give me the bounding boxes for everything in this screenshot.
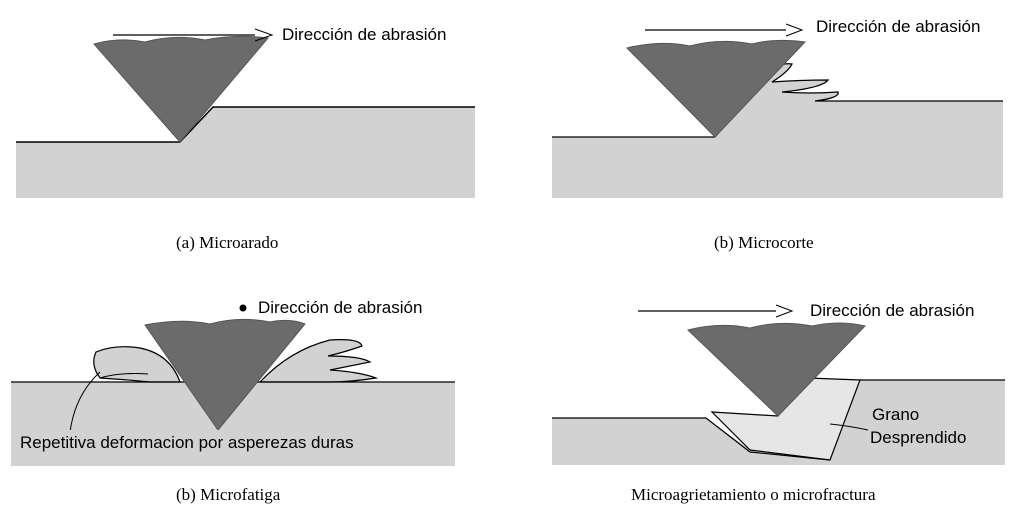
crack-line <box>705 417 831 461</box>
material-surface-line <box>16 106 475 143</box>
left-lip <box>93 346 181 383</box>
left-lip-fold <box>99 372 149 379</box>
annotation-leader <box>69 371 101 433</box>
direction-label: Dirección de abrasión <box>258 298 422 317</box>
annotation-text-line1: Grano <box>872 405 919 424</box>
annotation-text-line2: Desprendido <box>870 428 966 447</box>
annotation-background <box>18 430 438 456</box>
panel-microfractura: Dirección de abrasión Grano Desprendido … <box>552 301 1005 504</box>
right-lip <box>258 339 379 383</box>
direction-arrow-head <box>775 304 794 318</box>
abrasive-particle <box>93 35 269 143</box>
panel-microcorte: Dirección de abrasión (b) Microcorte <box>552 17 1003 252</box>
panel-microfatiga: Dirección de abrasión Repetitiva deforma… <box>11 298 455 504</box>
direction-bullet <box>239 304 247 312</box>
caption: Microagrietamiento o microfractura <box>631 485 876 504</box>
direction-label: Dirección de abrasión <box>810 301 974 320</box>
caption: (b) Microcorte <box>714 233 814 252</box>
panel-microarado: Dirección de abrasión (a) Microarado <box>16 25 475 252</box>
abrasive-particle <box>686 322 866 417</box>
caption: (b) Microfatiga <box>176 485 281 504</box>
abrasive-particle <box>144 318 306 431</box>
annotation-text: Repetitiva deformacion por asperezas dur… <box>20 433 354 452</box>
direction-label: Dirección de abrasión <box>282 25 446 44</box>
material-block <box>552 63 1003 198</box>
direction-arrow-head <box>785 23 804 37</box>
material-block <box>16 107 475 198</box>
annotation-leader <box>829 423 869 431</box>
annotation-background <box>868 402 978 452</box>
direction-arrow-head <box>254 28 274 42</box>
direction-label: Dirección de abrasión <box>816 17 980 36</box>
abrasive-particle <box>626 39 807 138</box>
caption: (a) Microarado <box>176 233 278 252</box>
